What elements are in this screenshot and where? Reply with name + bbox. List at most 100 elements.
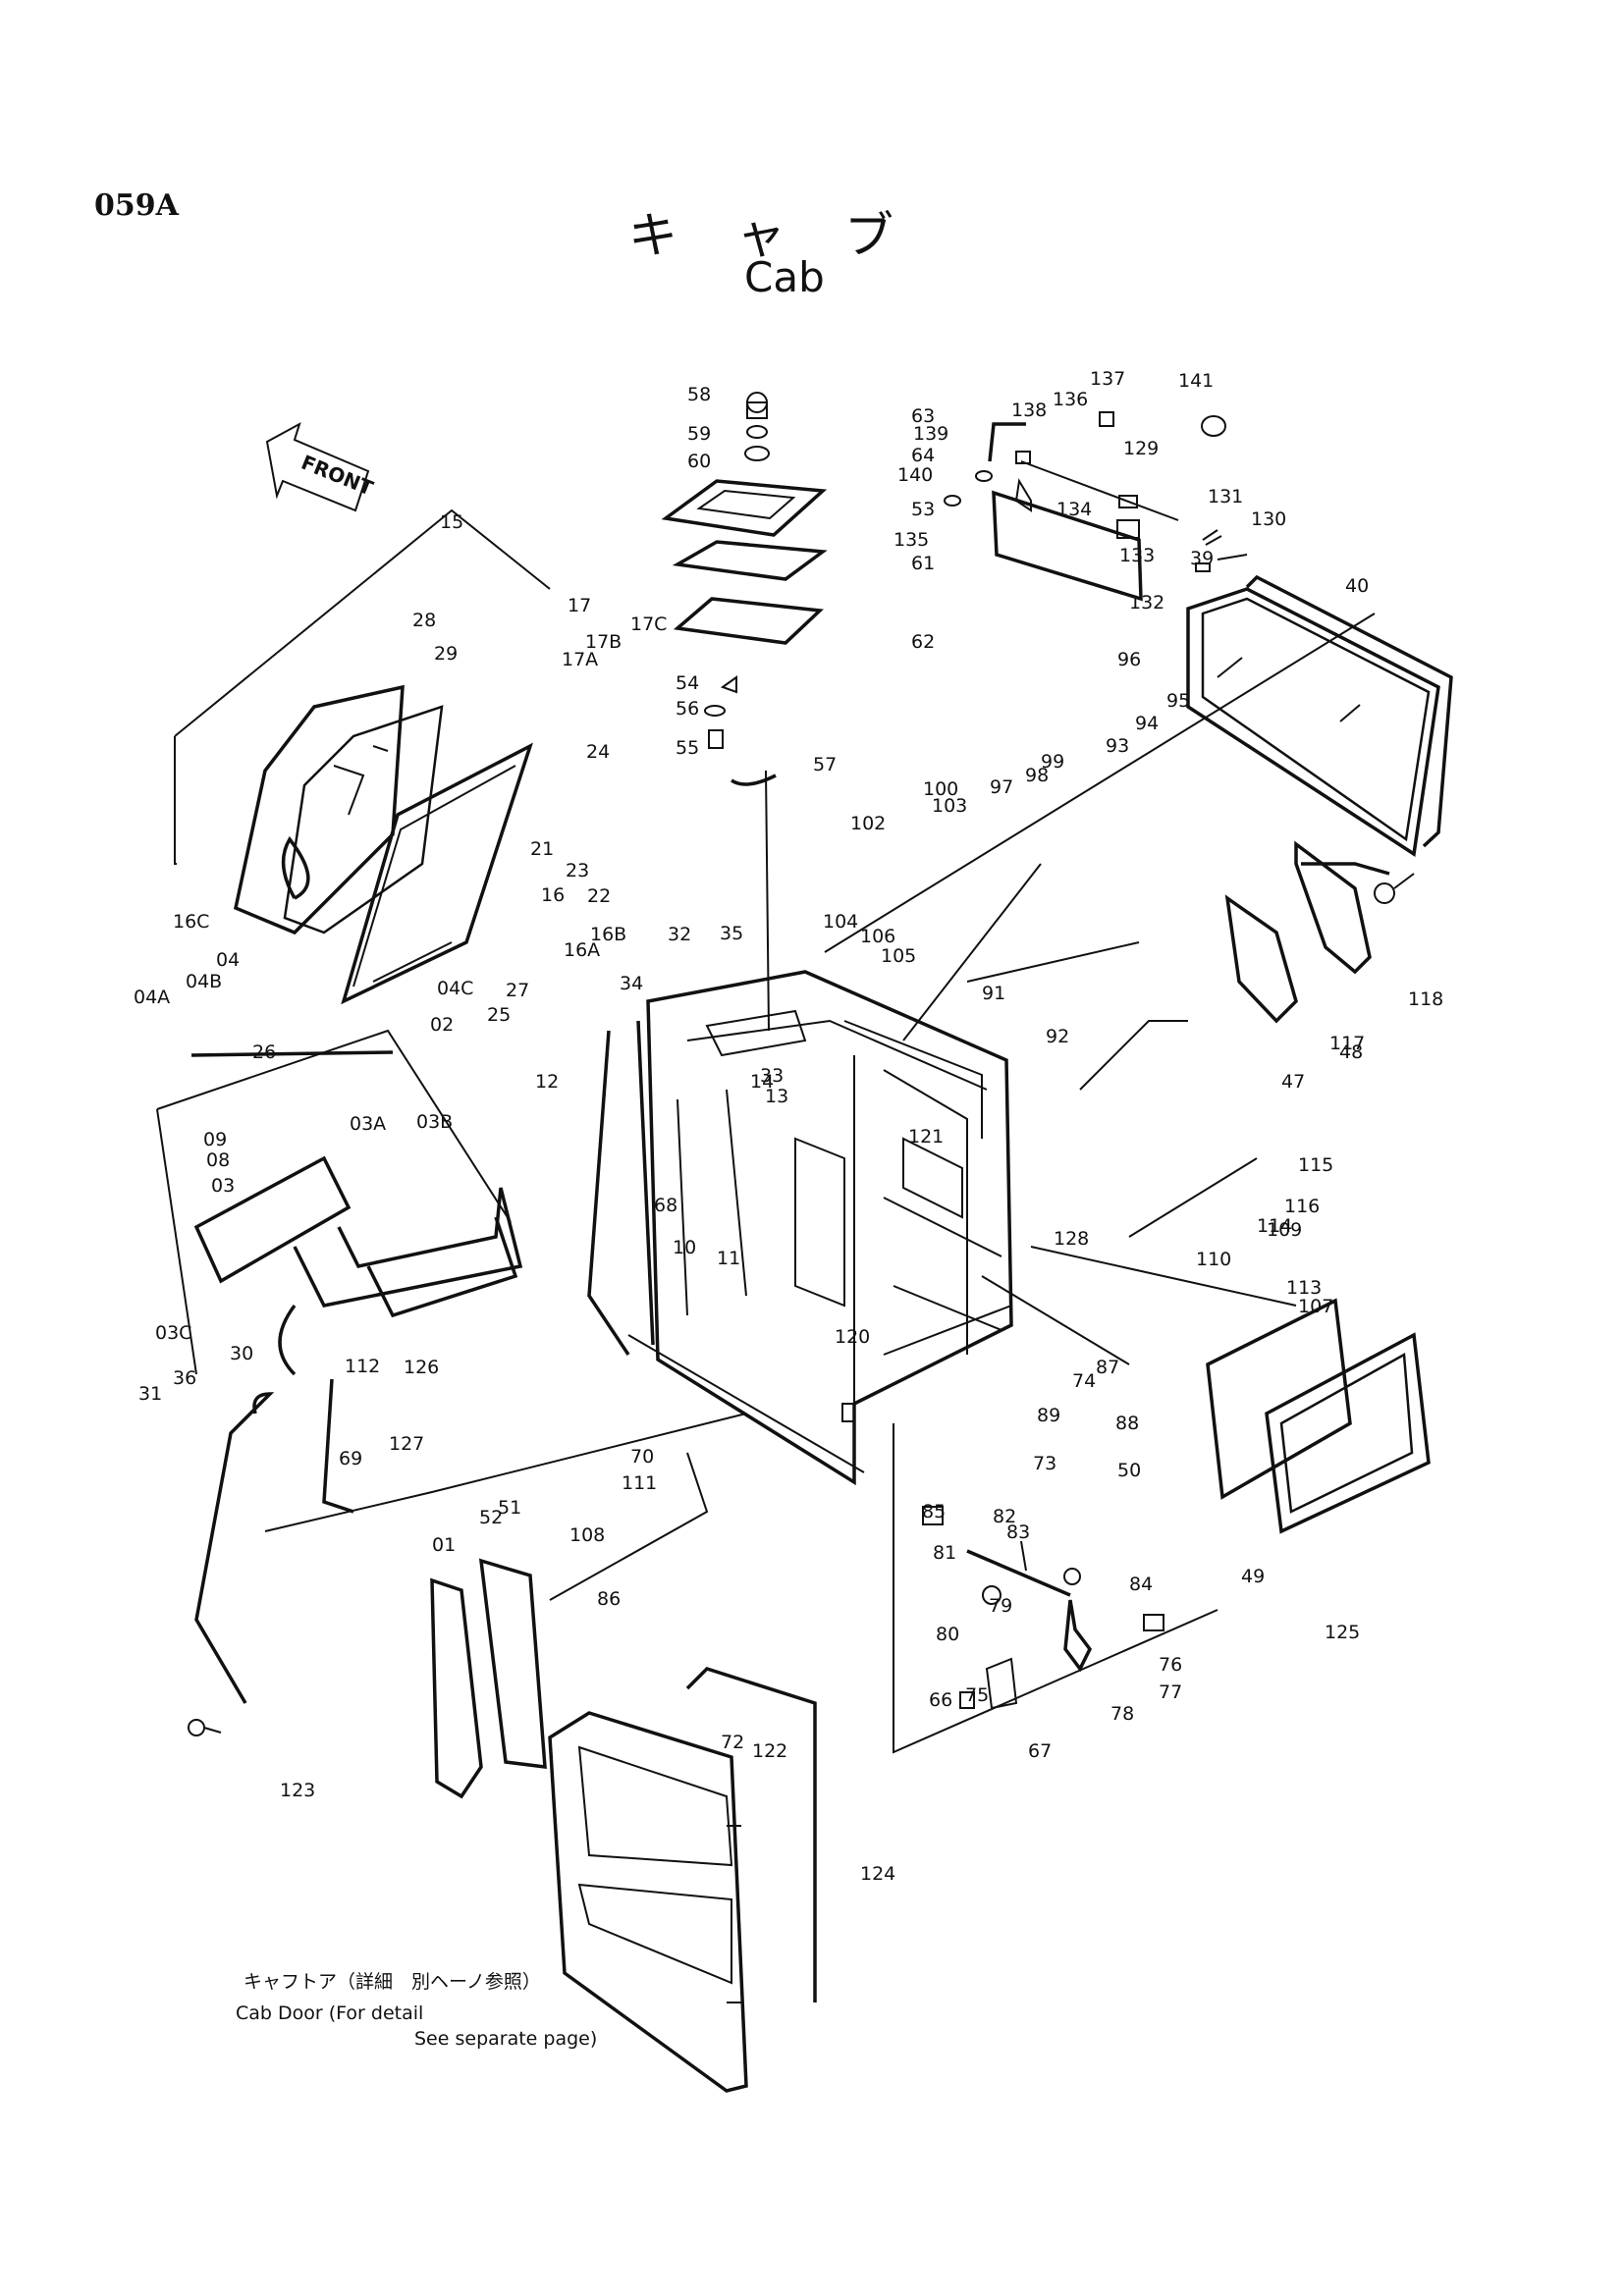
part-callout: 118 xyxy=(1408,988,1443,1010)
part-callout: 88 xyxy=(1115,1413,1139,1434)
handrails xyxy=(188,1378,354,1736)
part-callout: 40 xyxy=(1345,575,1369,597)
part-callout: 125 xyxy=(1325,1622,1360,1643)
part-callout: 89 xyxy=(1037,1405,1060,1426)
part-callout: 51 xyxy=(498,1497,521,1519)
part-callout: 91 xyxy=(982,983,1005,1004)
part-callout: 14 xyxy=(750,1071,774,1093)
part-callout: 79 xyxy=(989,1595,1012,1617)
part-callout: 86 xyxy=(597,1588,621,1610)
part-callout: 116 xyxy=(1284,1196,1320,1217)
part-callout: 84 xyxy=(1129,1574,1153,1595)
part-callout: 72 xyxy=(721,1732,744,1753)
part-callout: 135 xyxy=(893,529,929,551)
side-small-windows xyxy=(1224,840,1415,1024)
part-callout: 54 xyxy=(676,672,699,694)
part-callout: 93 xyxy=(1106,735,1129,757)
part-callout: 03A xyxy=(350,1113,386,1135)
part-callout: 67 xyxy=(1028,1740,1052,1762)
part-callout: 112 xyxy=(345,1356,380,1377)
part-callout: 123 xyxy=(280,1780,315,1801)
part-callout: 57 xyxy=(813,754,837,775)
part-callout: 58 xyxy=(687,384,711,405)
part-callout: 04 xyxy=(216,949,240,971)
part-callout: 120 xyxy=(835,1326,870,1348)
part-callout: 17A xyxy=(562,649,598,670)
part-callout: 35 xyxy=(720,923,743,944)
part-callout: 27 xyxy=(506,980,529,1001)
part-callout: 76 xyxy=(1159,1654,1182,1676)
part-callout: 139 xyxy=(913,423,948,445)
part-callout: 15 xyxy=(440,511,463,533)
part-callout: 48 xyxy=(1339,1041,1363,1063)
part-callout: 16 xyxy=(541,884,565,906)
part-callout: 17 xyxy=(568,595,591,616)
part-callout: 122 xyxy=(752,1740,787,1762)
part-callout: 33 xyxy=(760,1065,784,1087)
part-callout: 28 xyxy=(412,610,436,631)
part-callout: 102 xyxy=(850,813,886,834)
part-callout: 31 xyxy=(138,1383,162,1405)
part-callout: 92 xyxy=(1046,1026,1069,1047)
part-callout: 02 xyxy=(430,1014,454,1036)
part-callout: 22 xyxy=(587,885,611,907)
part-callout: 99 xyxy=(1041,751,1064,773)
part-callout: 133 xyxy=(1119,545,1155,566)
part-callout: 75 xyxy=(965,1684,989,1706)
part-callout: 77 xyxy=(1159,1682,1182,1703)
part-callout: 63 xyxy=(911,405,935,427)
part-callout: 134 xyxy=(1056,499,1092,520)
part-callout: 70 xyxy=(630,1446,654,1468)
part-callout: 106 xyxy=(860,926,895,947)
part-callout: 26 xyxy=(252,1041,276,1063)
lower-front-glass xyxy=(190,1050,523,1376)
part-callout: 78 xyxy=(1110,1703,1134,1725)
part-callout: 08 xyxy=(206,1149,230,1171)
part-callout: 13 xyxy=(765,1086,788,1107)
title-english: Cab xyxy=(744,253,825,301)
part-callout: 29 xyxy=(434,643,458,665)
part-callout: 136 xyxy=(1053,389,1088,410)
part-callout: 82 xyxy=(993,1506,1016,1527)
part-callout: 50 xyxy=(1117,1460,1141,1481)
part-callout: 17B xyxy=(585,631,622,653)
part-callout: 03B xyxy=(416,1111,453,1133)
part-callout: 73 xyxy=(1033,1453,1056,1474)
part-callout: 131 xyxy=(1208,486,1243,507)
front-window-frame xyxy=(281,742,533,1005)
part-callout: 11 xyxy=(717,1248,740,1269)
part-callout: 16B xyxy=(590,924,626,945)
right-side-windows xyxy=(1206,1298,1431,1534)
part-callout: 114 xyxy=(1257,1215,1292,1237)
page-code: 059A xyxy=(94,188,179,223)
part-callout: 16C xyxy=(173,911,209,933)
part-callout: 52 xyxy=(479,1507,503,1528)
part-callout: 04C xyxy=(437,978,473,999)
part-callout: 81 xyxy=(933,1542,956,1564)
part-callout: 94 xyxy=(1135,713,1159,734)
part-callout: 23 xyxy=(566,860,589,881)
part-callout: 105 xyxy=(881,945,916,967)
cab-door-note-japanese: キャフトア（詳細 別ヘーノ参照） xyxy=(244,1971,541,1993)
part-callout: 69 xyxy=(339,1448,362,1469)
part-callout: 121 xyxy=(908,1126,944,1148)
door-small-windows xyxy=(430,1558,547,1799)
part-callout: 115 xyxy=(1298,1154,1333,1176)
part-callout: 10 xyxy=(673,1237,696,1258)
part-callout: 74 xyxy=(1072,1370,1096,1392)
part-callout: 47 xyxy=(1281,1071,1305,1093)
part-callout: 34 xyxy=(620,973,643,994)
part-callout: 104 xyxy=(823,911,858,933)
part-callout: 36 xyxy=(173,1367,196,1389)
part-callout: 97 xyxy=(990,776,1013,798)
rear-window-hardware xyxy=(944,411,1248,602)
part-callout: 124 xyxy=(860,1863,895,1885)
part-callout: 56 xyxy=(676,698,699,720)
part-callout: 17C xyxy=(630,614,667,635)
part-callout: 130 xyxy=(1251,508,1286,530)
part-callout: 32 xyxy=(668,924,691,945)
part-callout: 83 xyxy=(1006,1522,1030,1543)
part-callout: 49 xyxy=(1241,1566,1265,1587)
